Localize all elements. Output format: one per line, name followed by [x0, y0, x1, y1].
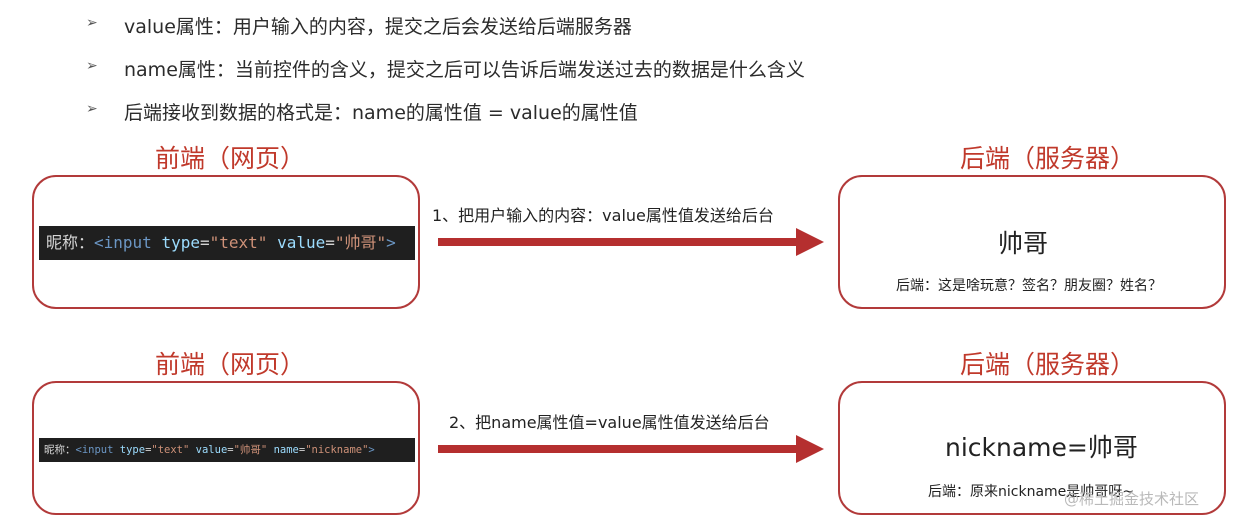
frontend-heading: 前端（网页）: [155, 144, 306, 173]
backend-heading: 后端（服务器）: [960, 144, 1136, 173]
backend-box: 帅哥 后端：这是啥玩意？签名？朋友圈？姓名？: [838, 175, 1226, 309]
frontend-box: 昵称：<input type="text" value="帅哥" name="n…: [32, 381, 420, 515]
code-attr: value: [195, 444, 228, 456]
arrow-bullet-icon: ➢: [86, 101, 98, 117]
arrow-label: 1、把用户输入的内容：value属性值发送给后台: [432, 206, 774, 225]
bullet-text: 后端接收到数据的格式是：name的属性值 = value的属性值: [124, 102, 638, 124]
arrow-bullet-icon: ➢: [86, 15, 98, 31]
backend-heading: 后端（服务器）: [960, 350, 1136, 379]
frontend-box: 昵称：<input type="text" value="帅哥">: [32, 175, 420, 309]
code-string: "text": [209, 233, 268, 252]
code-string: "帅哥": [334, 233, 387, 252]
code-label: 昵称：: [46, 233, 95, 252]
code-attr: name: [273, 444, 299, 456]
code-tag-close: >: [386, 233, 396, 252]
code-snippet: 昵称：<input type="text" value="帅哥" name="n…: [39, 438, 415, 462]
bullet-text: name属性：当前控件的含义，提交之后可以告诉后端发送过去的数据是什么含义: [124, 59, 805, 81]
code-tag-open: <input: [75, 444, 114, 456]
code-string: "text": [151, 444, 190, 456]
code-string: "帅哥": [233, 444, 268, 456]
code-tag-close: >: [368, 444, 375, 456]
right-arrow-icon: [438, 435, 824, 463]
server-received-value: 帅哥: [998, 229, 1049, 258]
code-tag-open: <input: [94, 233, 152, 252]
arrow-label: 2、把name属性值=value属性值发送给后台: [449, 413, 770, 432]
frontend-heading: 前端（网页）: [155, 350, 306, 379]
code-snippet: 昵称：<input type="text" value="帅哥">: [39, 226, 415, 260]
server-note: 后端：这是啥玩意？签名？朋友圈？姓名？: [896, 278, 1162, 294]
code-string: "nickname": [305, 444, 369, 456]
server-note: 后端：原来nickname是帅哥呀~: [928, 484, 1135, 500]
code-attr: type: [119, 444, 146, 456]
arrow-bullet-icon: ➢: [86, 58, 98, 74]
watermark: @稀土掘金技术社区: [1064, 490, 1200, 508]
bullet-text: value属性：用户输入的内容，提交之后会发送给后端服务器: [124, 16, 632, 38]
right-arrow-icon: [438, 228, 824, 256]
code-label: 昵称：: [44, 444, 76, 456]
code-attr: type: [161, 233, 200, 252]
server-received-value: nickname=帅哥: [945, 433, 1138, 462]
backend-box: nickname=帅哥 后端：原来nickname是帅哥呀~: [838, 381, 1226, 515]
code-attr: value: [277, 233, 326, 252]
